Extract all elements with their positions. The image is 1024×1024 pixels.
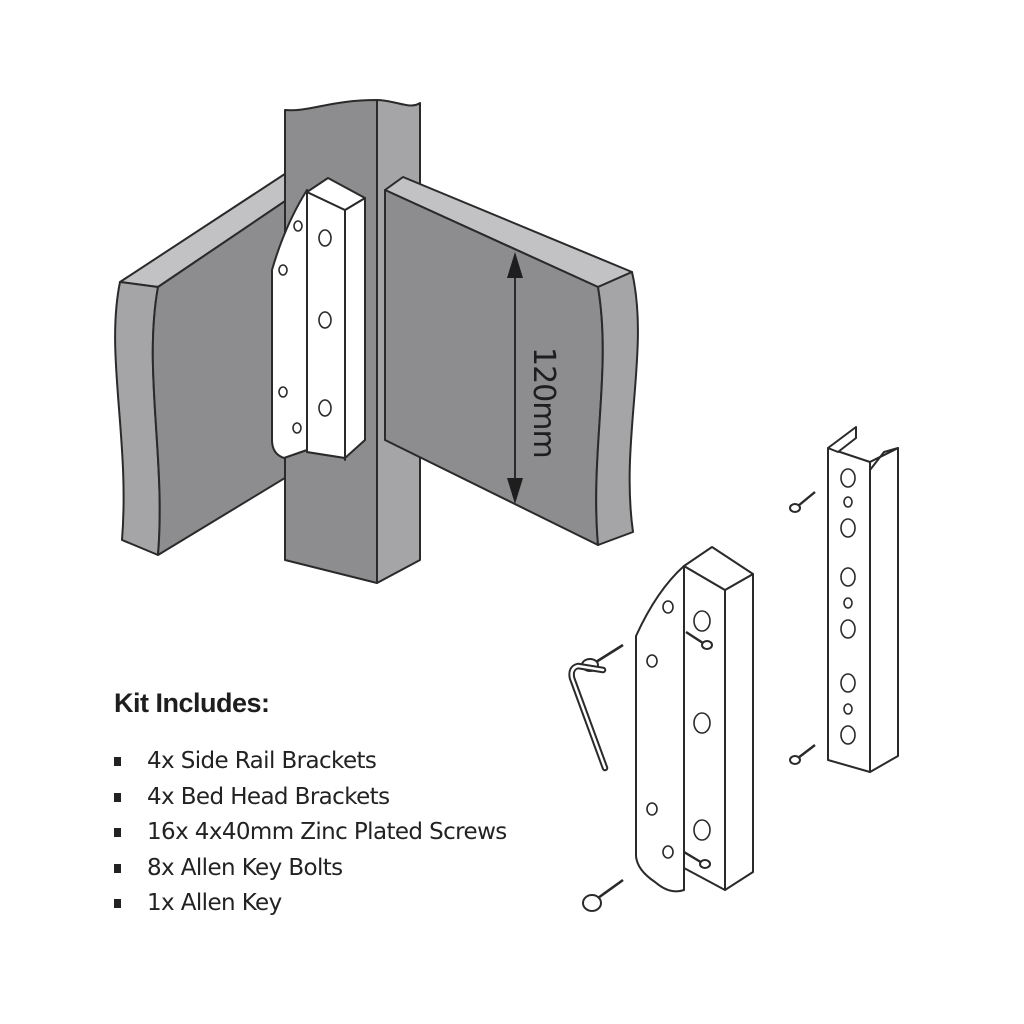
channel-hole (843, 703, 853, 715)
kit-includes-title: Kit Includes: (114, 688, 270, 718)
dimension-label: 120mm (526, 347, 561, 458)
mounted-bracket (271, 177, 366, 461)
bracket-hole (662, 600, 674, 614)
channel-hole (840, 518, 856, 538)
bracket-hole (693, 712, 711, 734)
mounted-hole (278, 264, 288, 276)
kit-items-list: 4x Side Rail Brackets 4x Bed Head Bracke… (114, 744, 507, 922)
bracket-top (683, 546, 754, 591)
mounted-hole (278, 386, 288, 398)
channel-lip-left (827, 426, 857, 453)
list-item-label: 1x Allen Key (147, 890, 282, 916)
channel-hole (840, 567, 856, 587)
allen-key-icon (568, 662, 609, 772)
bullet-icon (114, 792, 121, 802)
list-item-label: 8x Allen Key Bolts (147, 854, 343, 881)
bracket-side (724, 573, 754, 891)
list-item: 4x Side Rail Brackets (114, 744, 507, 780)
screw (789, 491, 816, 513)
channel-side (869, 447, 899, 773)
channel-hole (840, 468, 856, 488)
screw (685, 630, 713, 650)
screw (789, 744, 816, 765)
channel-hole (840, 619, 856, 639)
channel-hole (840, 673, 856, 693)
bracket-hole (693, 819, 711, 841)
channel-hole (840, 725, 856, 745)
bullet-icon (114, 828, 121, 837)
mounted-hole (318, 229, 332, 247)
arrowhead-bottom (507, 478, 523, 504)
bracket-hole (693, 610, 711, 632)
list-item: 8x Allen Key Bolts (114, 851, 507, 887)
channel-hole (843, 496, 853, 508)
bullet-icon (114, 757, 121, 766)
list-item-label: 4x Side Rail Brackets (147, 748, 377, 774)
bullet-icon (114, 899, 121, 908)
mounted-hole (293, 220, 303, 232)
mounted-hole (292, 422, 302, 434)
dimension-arrow (507, 252, 523, 504)
list-item: 16x 4x40mm Zinc Plated Screws (114, 815, 507, 851)
bracket-hole (646, 654, 658, 668)
bracket-hole (662, 845, 674, 859)
fasteners (581, 491, 816, 912)
screw (683, 850, 711, 869)
right-panel-end-face (595, 271, 639, 546)
mounted-bracket-side (344, 197, 366, 459)
channel-lip-right (869, 447, 899, 471)
bullet-icon (114, 863, 121, 873)
arrowhead-top (507, 252, 523, 278)
bracket-flange (635, 565, 685, 893)
channel-hole (843, 597, 853, 609)
allen-key-bolt (582, 878, 624, 912)
right-head-panel (384, 176, 639, 546)
mounted-hole (318, 399, 332, 417)
mounted-hole (318, 311, 332, 329)
list-item: 4x Bed Head Brackets (114, 780, 507, 816)
list-item-label: 4x Bed Head Brackets (147, 783, 390, 810)
bracket-hole (646, 802, 658, 816)
list-item: 1x Allen Key (114, 886, 507, 922)
mounted-bracket-top (306, 177, 366, 211)
loose-bed-head-bracket (635, 546, 754, 893)
side-rail-bracket (827, 426, 899, 773)
list-item-label: 16x 4x40mm Zinc Plated Screws (147, 819, 507, 845)
